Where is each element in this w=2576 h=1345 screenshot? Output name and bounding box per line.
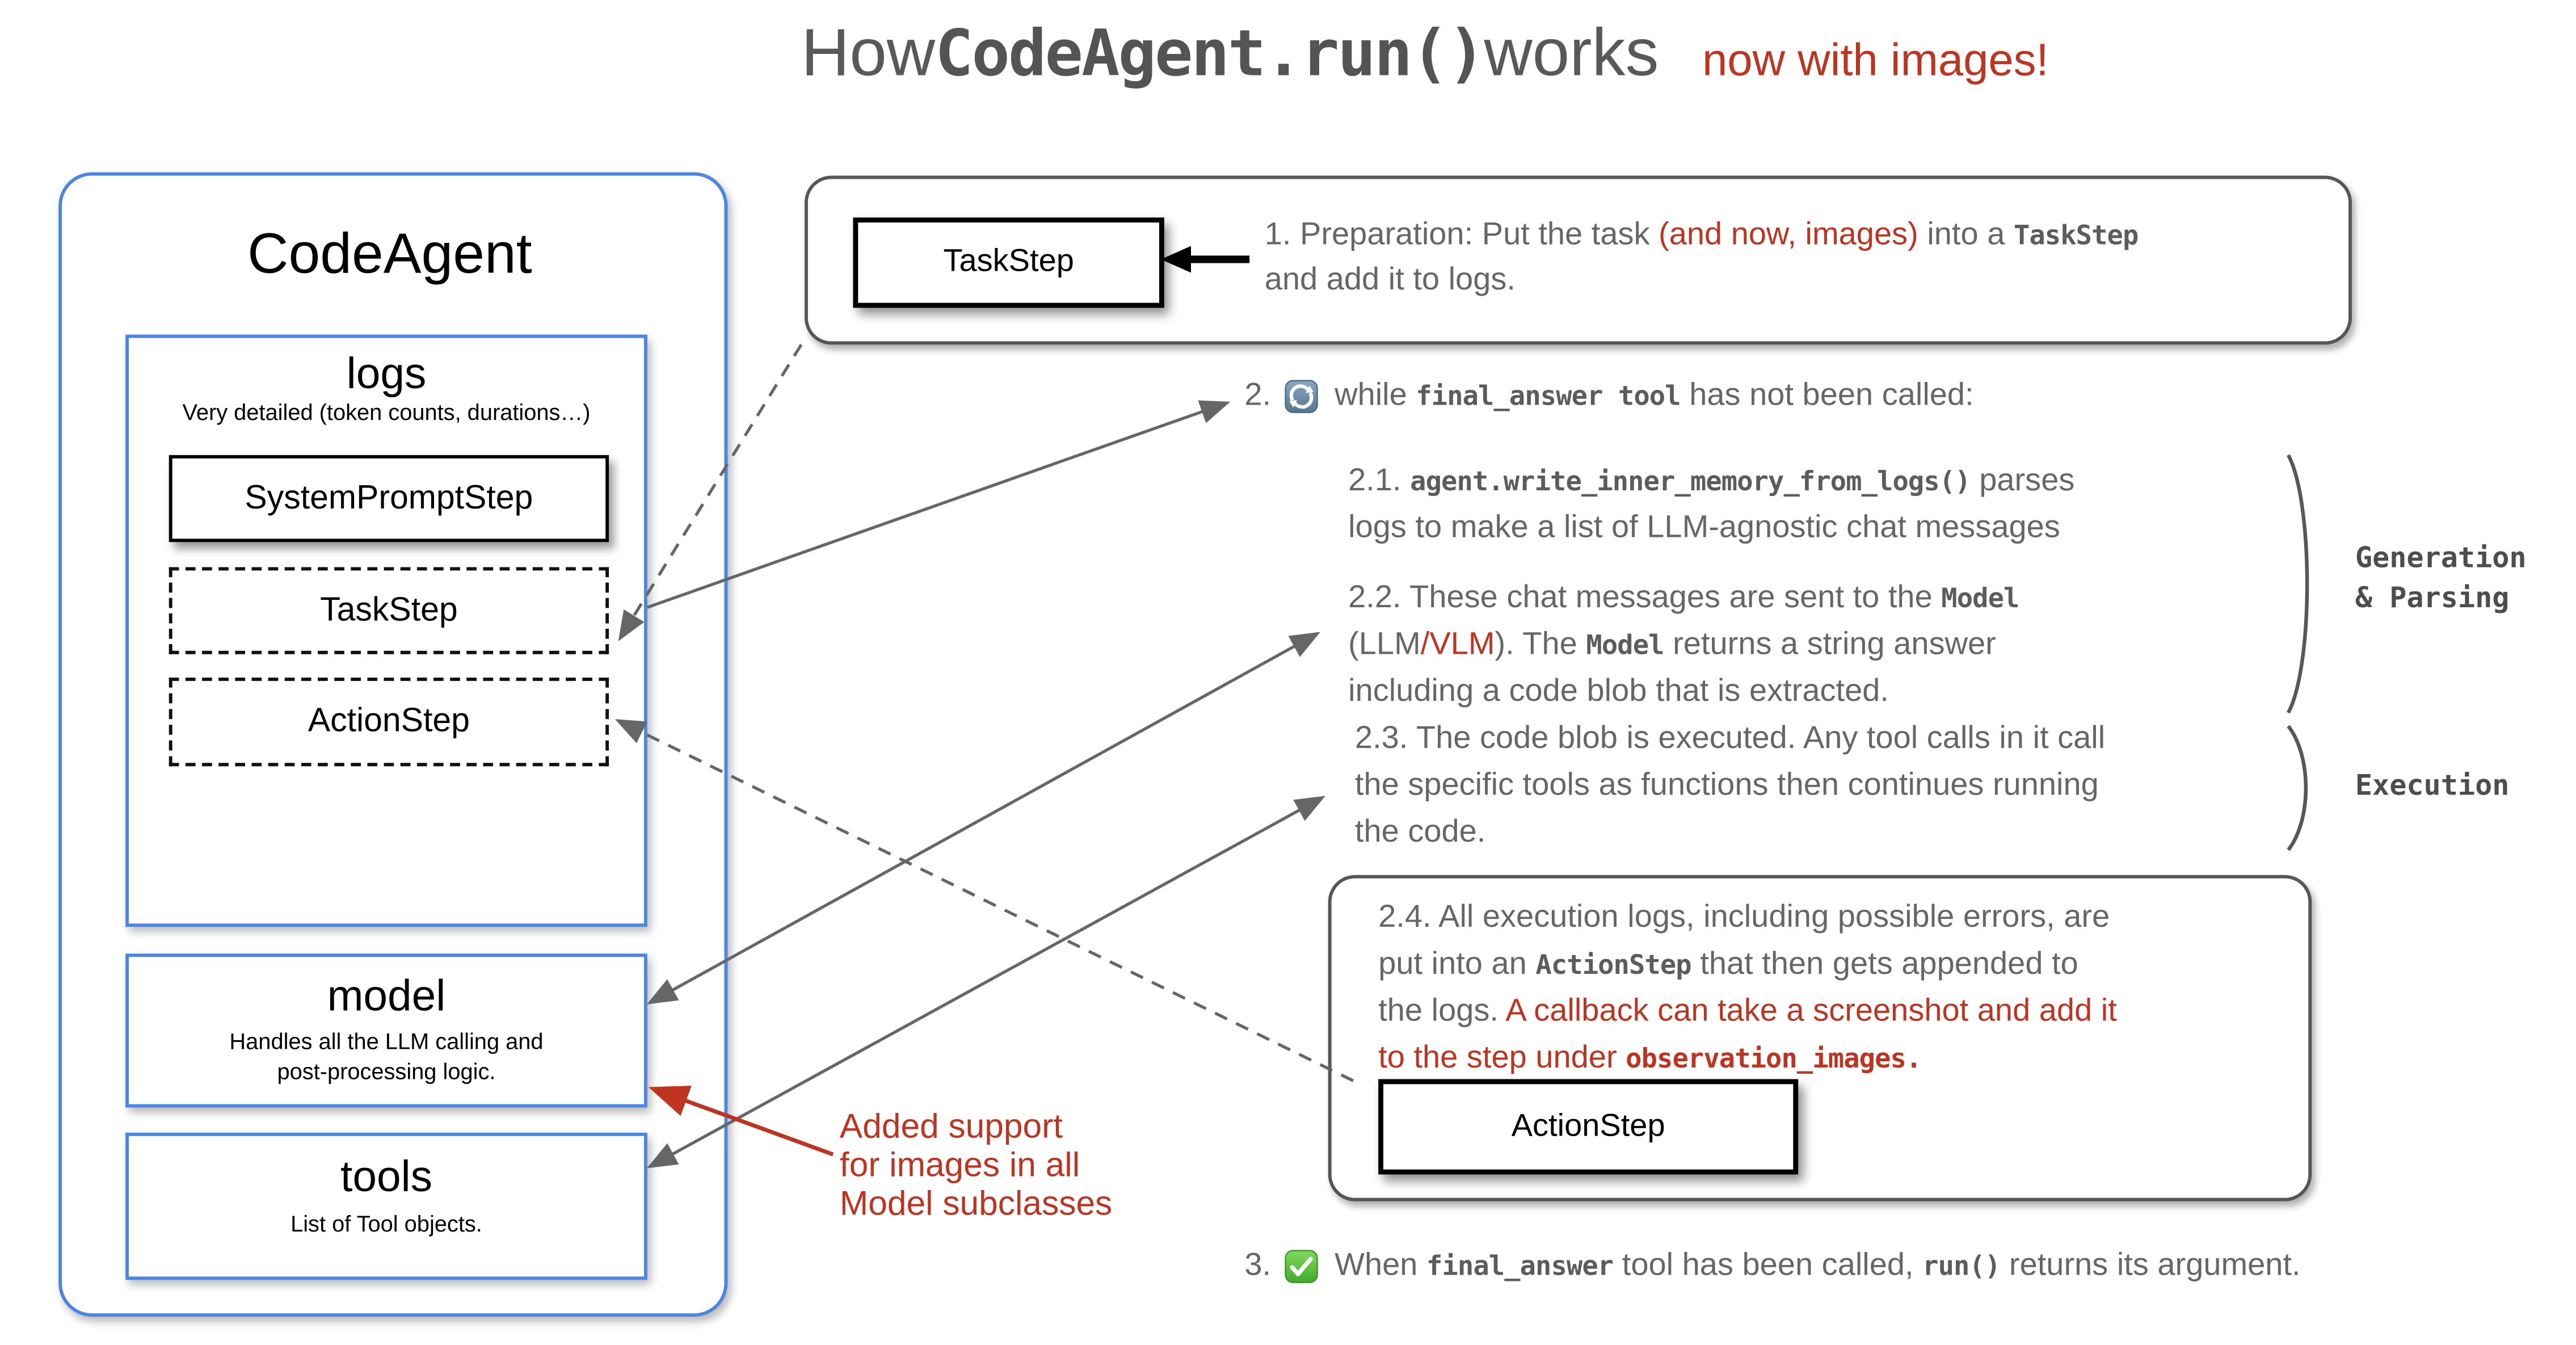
text-segment: and add it to logs. [1264,262,1516,298]
text-segment: (and now, images) [1659,217,1918,253]
model-desc-line2: post-processing logic. [277,1059,496,1085]
text-segment: ActionStep [1535,948,1691,981]
generation-parsing-label-line2: & Parsing [2355,582,2510,616]
step21-line2: logs to make a list of LLM-agnostic chat… [1348,510,2060,547]
model-desc-line1: Handles all the LLM calling and [229,1029,544,1054]
red-annotation-line2: for images in all [839,1146,1080,1185]
tools-label: tools [340,1151,432,1201]
logs-subtitle: Very detailed (token counts, durations…) [182,400,591,425]
taskstep-log-label: TaskStep [320,591,458,628]
red-annotation-line3: Model subclasses [839,1184,1113,1224]
text-segment: the logs. [1378,994,1506,1029]
text-segment: Model [1586,629,1664,661]
text-segment: to the step under [1378,1040,1626,1076]
step2-number: 2. [1244,378,1272,414]
text-segment: 1. Preparation: Put the task [1264,217,1659,253]
text-segment: TaskStep [2013,219,2139,251]
step1-line2: and add it to logs. [1265,263,1516,300]
taskstep-panel1-label: TaskStep [943,244,1074,280]
text-segment: that then gets appended to [1691,947,2078,982]
text-segment: A callback can take a screenshot and add… [1505,994,2117,1029]
text-segment: When [1335,1248,1427,1284]
text-segment: 2.1. [1348,463,1411,499]
step2-text: while final_answer tool has not been cal… [1335,378,1974,415]
codeagent-label: CodeAgent [247,222,532,287]
text-segment: run() [1922,1250,2001,1282]
arrow-model-to-step22 [646,632,1321,1004]
text-segment: 2.4. All execution logs, including possi… [1378,900,2110,935]
tools-desc: List of Tool objects. [291,1211,482,1237]
step24-line1: 2.4. All execution logs, including possi… [1378,900,2110,937]
actionstep-panel24-label: ActionStep [1511,1108,1665,1144]
taskstep-log-box: TaskStep [169,567,609,654]
step22-line3: including a code blob that is extracted. [1348,674,1889,711]
text-segment: Model [1941,582,2019,614]
actionstep-log-label: ActionStep [308,703,470,740]
title-badge-now-with-images: now with images! [1702,35,2049,86]
generation-parsing-label-line1: Generation [2355,542,2527,576]
step2-header: 2. while final_answer tool has not been … [1244,378,1973,415]
step24-line4: to the step under observation_images. [1378,1040,1922,1078]
step22-line1: 2.2. These chat messages are sent to the… [1348,581,2019,617]
title-word-how: How [801,16,936,91]
step1-line1: 1. Preparation: Put the task (and now, i… [1265,217,2139,254]
text-segment: observation_images. [1626,1042,1922,1074]
execution-label: Execution [2355,770,2510,804]
step3-header: 3. When final_answer tool has been calle… [1244,1248,2300,1285]
red-annotation-line1: Added support [839,1107,1063,1146]
bracket-execution [2287,725,2308,851]
text-segment: returns a string answer [1664,627,1996,663]
check-icon [1284,1250,1318,1283]
step3-number: 3. [1244,1248,1272,1284]
text-segment: put into an [1378,947,1536,982]
text-segment: /VLM [1420,627,1495,663]
actionstep-panel24-box: ActionStep [1378,1079,1799,1175]
text-segment: final_answer [1426,1250,1614,1282]
systemprompt-step-box: SystemPromptStep [169,455,609,543]
text-segment: including a code blob that is extracted. [1348,674,1889,709]
text-segment: parses [1970,463,2075,499]
model-box: model Handles all the LLM calling and po… [125,953,647,1108]
model-label: model [327,970,446,1021]
title-code-codeagent-run: CodeAgent.run() [935,16,1485,91]
step21-line1: 2.1. agent.write_inner_memory_from_logs(… [1348,464,2074,501]
text-segment: 2.3. The code blob is executed. Any tool… [1354,721,2106,756]
text-segment: the specific tools as functions then con… [1354,768,2099,804]
text-segment: 2.2. These chat messages are sent to the [1348,580,1942,616]
dashed-arrow-panel24-to-actionstep [614,719,1354,1082]
arrow-logs-to-while-loop [647,400,1231,609]
tools-box: tools List of Tool objects. [125,1132,647,1280]
logs-label: logs [346,348,427,398]
text-segment: ). The [1495,627,1586,663]
step24-line3: the logs. A callback can take a screensh… [1378,994,2117,1031]
loop-arrows-icon [1284,380,1318,413]
text-segment: has not been called: [1680,378,1974,414]
text-segment: agent.write_inner_memory_from_logs() [1410,465,1971,497]
page-title: How CodeAgent.run() works now with image… [801,16,2049,92]
step3-text: When final_answer tool has been called, … [1335,1248,2300,1285]
title-word-works: works [1484,16,1659,91]
text-segment: while [1335,378,1416,414]
text-segment: (LLM [1348,627,1421,663]
text-segment: into a [1918,217,2014,253]
step23-line2: the specific tools as functions then con… [1355,768,2099,805]
text-segment: tool has been called, [1613,1248,1923,1284]
taskstep-panel1-box: TaskStep [853,217,1164,308]
systemprompt-step-label: SystemPromptStep [245,479,533,516]
text-segment: final_answer tool [1416,380,1681,412]
step24-line2: put into an ActionStep that then gets ap… [1378,947,2078,984]
actionstep-log-box: ActionStep [169,677,609,767]
text-segment: the code. [1354,814,1486,850]
step23-line1: 2.3. The code blob is executed. Any tool… [1355,721,2105,758]
text-segment: returns its argument. [2000,1248,2301,1284]
logs-box: logs Very detailed (token counts, durati… [125,334,647,927]
bracket-generation-parsing [2287,454,2309,714]
step22-line2: (LLM/VLM). The Model returns a string an… [1348,628,1996,665]
step23-line3: the code. [1355,815,1485,852]
red-annotation: Added support for images in all Model su… [840,1108,1112,1223]
text-segment: logs to make a list of LLM-agnostic chat… [1348,510,2060,546]
